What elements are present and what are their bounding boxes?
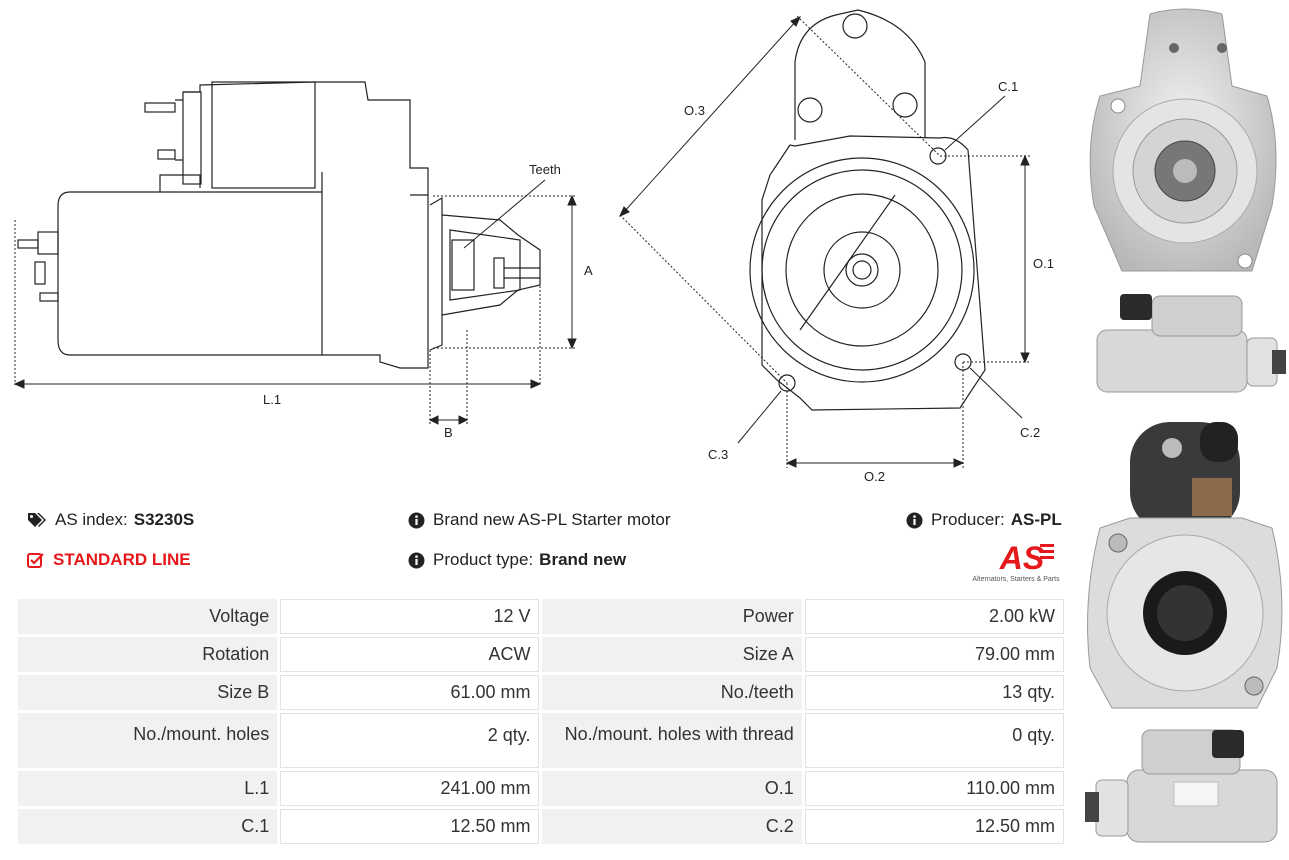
product-photo-rear	[1087, 422, 1283, 709]
spec-value: 12.50 mm	[804, 809, 1064, 844]
producer-line: Producer: AS-PL	[906, 510, 1062, 530]
table-row: Size B 61.00 mm No./teeth 13 qty.	[18, 675, 1064, 710]
as-index-line: AS index: S3230S	[27, 510, 194, 530]
spec-value: 79.00 mm	[804, 637, 1064, 672]
table-row: L.1 241.00 mm O.1 110.00 mm	[18, 771, 1064, 806]
product-type-value: Brand new	[539, 550, 627, 569]
spec-value: 12.50 mm	[280, 809, 540, 844]
spec-label: C.1	[18, 809, 278, 844]
spec-value: 110.00 mm	[804, 771, 1064, 806]
spec-label: No./teeth	[542, 675, 802, 710]
spec-label: No./mount. holes with thread	[542, 713, 802, 768]
table-row: C.1 12.50 mm C.2 12.50 mm	[18, 809, 1064, 844]
producer-value: AS-PL	[1010, 510, 1062, 529]
spec-label: Size B	[18, 675, 278, 710]
label-c2: C.2	[1020, 425, 1040, 440]
spec-value: 241.00 mm	[280, 771, 540, 806]
standard-line-text: STANDARD LINE	[53, 550, 191, 569]
spec-label: Voltage	[18, 599, 278, 634]
as-index-label: AS index:	[55, 510, 128, 529]
description-text: Brand new AS-PL Starter motor	[433, 510, 671, 529]
logo-mark: AS	[999, 540, 1045, 576]
specs-table: Voltage 12 V Power 2.00 kW Rotation ACW …	[15, 596, 1067, 847]
description-line: Brand new AS-PL Starter motor	[408, 510, 670, 530]
label-o3: O.3	[684, 103, 705, 118]
label-l1: L.1	[263, 392, 281, 407]
table-row: Voltage 12 V Power 2.00 kW	[18, 599, 1064, 634]
product-type-line: Product type: Brand new	[408, 550, 626, 570]
checkbox-checked-icon	[27, 552, 45, 568]
spec-label: O.1	[542, 771, 802, 806]
label-c3: C.3	[708, 447, 728, 462]
spec-label: Size A	[542, 637, 802, 672]
info-icon	[906, 512, 923, 529]
tags-icon	[27, 512, 47, 528]
table-row: No./mount. holes 2 qty. No./mount. holes…	[18, 713, 1064, 768]
technical-drawings: Teeth A L.1 B	[0, 0, 1080, 490]
spec-label: C.2	[542, 809, 802, 844]
standard-line-badge: STANDARD LINE	[27, 550, 191, 570]
label-teeth: Teeth	[529, 162, 561, 177]
info-icon	[408, 552, 425, 569]
product-photo-column	[1082, 0, 1289, 860]
product-photo-side-bottom	[1085, 729, 1278, 843]
spec-value: 13 qty.	[804, 675, 1064, 710]
spec-value: 2.00 kW	[804, 599, 1064, 634]
product-photo-side-top	[1096, 294, 1286, 393]
producer-label: Producer:	[931, 510, 1005, 529]
spec-value: 61.00 mm	[280, 675, 540, 710]
spec-value: 12 V	[280, 599, 540, 634]
spec-value: 0 qty.	[804, 713, 1064, 768]
label-a: A	[584, 263, 593, 278]
as-pl-logo: AS Alternators, Starters & Parts	[972, 540, 1060, 583]
label-b: B	[444, 425, 453, 440]
label-o2: O.2	[864, 469, 885, 484]
spec-value: ACW	[280, 637, 540, 672]
spec-label: L.1	[18, 771, 278, 806]
side-view-drawing: Teeth A L.1 B	[13, 81, 593, 440]
spec-label: Power	[542, 599, 802, 634]
label-c1: C.1	[998, 79, 1018, 94]
as-index-value: S3230S	[133, 510, 195, 529]
spec-label: No./mount. holes	[18, 713, 278, 768]
table-row: Rotation ACW Size A 79.00 mm	[18, 637, 1064, 672]
product-photo-front	[1089, 8, 1277, 272]
spec-label: Rotation	[18, 637, 278, 672]
logo-tagline: Alternators, Starters & Parts	[972, 576, 1060, 583]
spec-value: 2 qty.	[280, 713, 540, 768]
label-o1: O.1	[1033, 256, 1054, 271]
info-icon	[408, 512, 425, 529]
product-type-label: Product type:	[433, 550, 534, 569]
front-view-drawing: O.3 C.1 O.1 C.2 C.3 O.2	[619, 9, 1054, 484]
